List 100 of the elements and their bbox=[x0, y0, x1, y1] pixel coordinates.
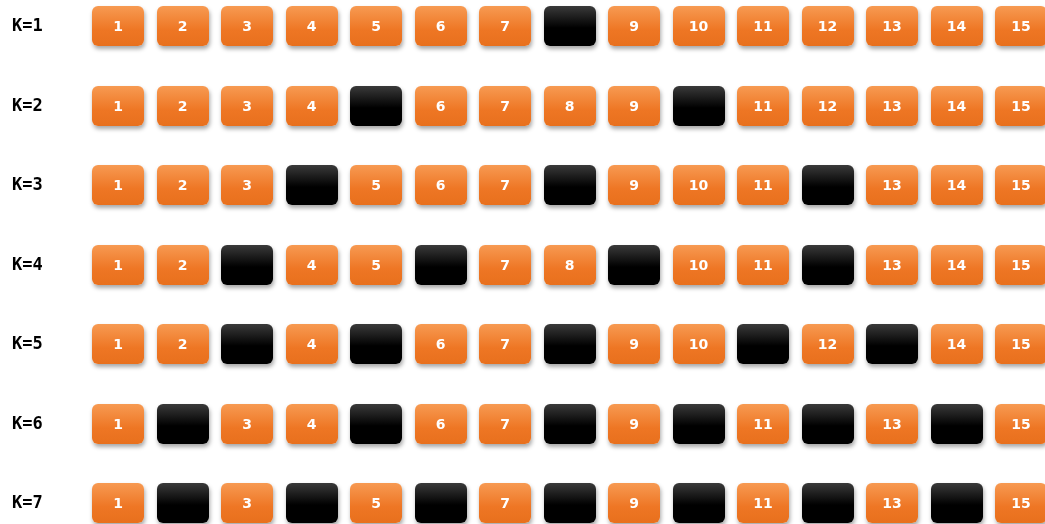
number-tile bbox=[221, 85, 273, 126]
number-tile bbox=[866, 244, 918, 285]
number-tile bbox=[92, 244, 144, 285]
blank-tile bbox=[221, 244, 273, 285]
tile-number: 10 bbox=[688, 177, 709, 193]
blank-tile bbox=[414, 483, 467, 523]
tile-number: 13 bbox=[882, 256, 902, 273]
tile-number: 4 bbox=[306, 415, 317, 432]
tile-number: 15 bbox=[1011, 177, 1031, 193]
number-tile bbox=[156, 244, 209, 285]
tile-number: 3 bbox=[242, 495, 252, 511]
number-tile bbox=[608, 483, 660, 523]
blank-tile bbox=[156, 483, 209, 523]
blank-tile bbox=[350, 403, 402, 444]
number-tile bbox=[801, 6, 854, 46]
blank-tile bbox=[737, 324, 789, 364]
tile-number: 7 bbox=[500, 97, 510, 114]
blank-tile bbox=[543, 403, 596, 444]
number-tile bbox=[156, 324, 209, 364]
number-tile bbox=[737, 85, 789, 126]
number-tile bbox=[92, 165, 144, 205]
number-tile bbox=[995, 244, 1045, 285]
number-tile bbox=[285, 324, 338, 364]
number-tile bbox=[156, 6, 209, 46]
number-tile bbox=[930, 165, 983, 205]
number-tile bbox=[866, 483, 918, 523]
number-tile bbox=[414, 403, 467, 444]
tile-number: 14 bbox=[946, 177, 967, 193]
number-tile bbox=[479, 244, 531, 285]
tile-number: 7 bbox=[500, 177, 510, 193]
number-tile bbox=[608, 6, 660, 46]
blank-tile bbox=[543, 324, 596, 364]
tile-number: 9 bbox=[629, 336, 639, 352]
tile-number: 11 bbox=[753, 177, 773, 193]
number-tile bbox=[866, 403, 918, 444]
tile-number: 1 bbox=[113, 97, 123, 114]
number-tile bbox=[350, 165, 402, 205]
number-tile bbox=[479, 165, 531, 205]
tile-number: 7 bbox=[500, 495, 510, 511]
tile-number: 14 bbox=[946, 97, 967, 114]
tile-number: 11 bbox=[753, 256, 773, 273]
number-tile bbox=[221, 403, 273, 444]
number-tile bbox=[221, 483, 273, 523]
tile-number: 13 bbox=[882, 415, 902, 432]
number-tile bbox=[92, 6, 144, 46]
number-tile bbox=[285, 6, 338, 46]
row-label: K=2 bbox=[12, 94, 43, 115]
tile-number: 7 bbox=[500, 256, 510, 273]
number-tile bbox=[672, 244, 725, 285]
tile-number: 8 bbox=[564, 97, 575, 114]
number-tile bbox=[995, 165, 1045, 205]
number-tile bbox=[930, 324, 983, 364]
row-label: K=5 bbox=[12, 333, 43, 353]
tile-number: 4 bbox=[306, 18, 317, 34]
number-tile bbox=[221, 6, 273, 46]
number-tile bbox=[285, 403, 338, 444]
number-tile bbox=[608, 324, 660, 364]
tile-number: 9 bbox=[629, 97, 639, 114]
number-tile bbox=[672, 165, 725, 205]
tile-number: 1 bbox=[113, 18, 123, 34]
tile-number: 6 bbox=[435, 336, 446, 352]
tile-number: 10 bbox=[688, 18, 709, 34]
number-tile bbox=[672, 6, 725, 46]
number-tile bbox=[92, 85, 144, 126]
tile-number: 5 bbox=[371, 18, 381, 34]
tile-number: 7 bbox=[500, 18, 510, 34]
blank-tile bbox=[866, 324, 918, 364]
tile-number: 3 bbox=[242, 18, 252, 34]
number-tile bbox=[801, 85, 854, 126]
blank-tile bbox=[672, 403, 725, 444]
number-tile bbox=[414, 165, 467, 205]
number-tile bbox=[221, 165, 273, 205]
tile-number: 14 bbox=[946, 336, 967, 352]
tile-number: 7 bbox=[500, 336, 510, 352]
tile-number: 3 bbox=[242, 97, 252, 114]
number-tile bbox=[930, 85, 983, 126]
tile-number: 11 bbox=[753, 18, 773, 34]
blank-tile bbox=[801, 403, 854, 444]
tile-number: 4 bbox=[306, 97, 317, 114]
tile-number: 7 bbox=[500, 415, 510, 432]
number-tile bbox=[995, 483, 1045, 523]
number-tile bbox=[608, 85, 660, 126]
tile-number: 2 bbox=[177, 18, 188, 34]
tile-number: 3 bbox=[242, 415, 252, 432]
tile-number: 15 bbox=[1011, 256, 1031, 273]
tile-number: 1 bbox=[113, 415, 123, 432]
tile-number: 10 bbox=[688, 256, 709, 273]
tile-number: 12 bbox=[817, 18, 838, 34]
number-tile bbox=[930, 244, 983, 285]
blank-tile bbox=[221, 324, 273, 364]
number-tile bbox=[414, 6, 467, 46]
tile-number: 2 bbox=[177, 256, 188, 273]
tile-number: 4 bbox=[306, 256, 317, 273]
tile-number: 14 bbox=[946, 18, 967, 34]
tile-number: 13 bbox=[882, 97, 902, 114]
number-tile bbox=[737, 6, 789, 46]
number-tile bbox=[995, 6, 1045, 46]
tile-number: 8 bbox=[564, 256, 575, 273]
row-label: K=7 bbox=[12, 492, 43, 512]
number-tile bbox=[92, 324, 144, 364]
